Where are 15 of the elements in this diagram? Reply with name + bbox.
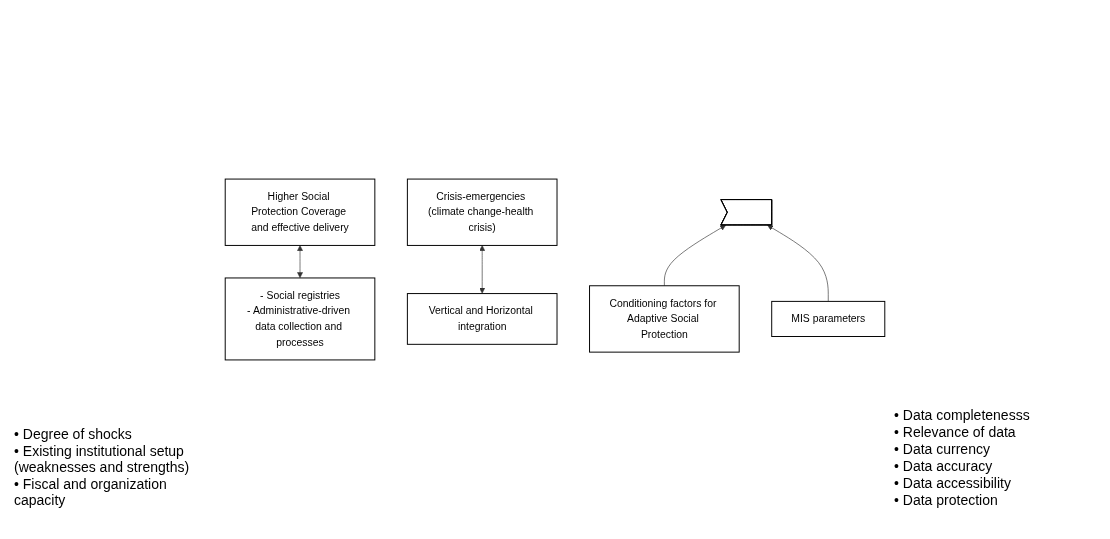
bullet-item: • Existing institutional setup (weaknesses and strengths) — [14, 443, 191, 475]
bullet-item: • Data accuracy — [894, 458, 994, 474]
node-box: - Social registries - Administrative-driven data collection and processes — [224, 277, 376, 361]
bullet-item: • Degree of shocks — [14, 426, 133, 442]
node-box: Vertical and Horizontal integration — [406, 293, 558, 345]
node-box: Conditioning factors for Adaptive Social Protection — [589, 285, 740, 353]
bullet-item: • Data currency — [894, 441, 991, 457]
bullet-item: • Data completenesss — [894, 407, 1031, 423]
bullet-item: • Relevance of data — [894, 424, 1017, 440]
bullet-item: • Fiscal and organization capacity — [14, 476, 168, 508]
node-box: Crisis-emergencies (climate change-health crisis) — [406, 178, 558, 246]
node-box: Higher Social Protection Coverage and effective delivery — [224, 178, 376, 246]
bullet-item: • Data protection — [894, 492, 999, 508]
bullet-item: • Data accessibility — [894, 475, 1012, 491]
node-box: MIS parameters — [771, 300, 886, 337]
